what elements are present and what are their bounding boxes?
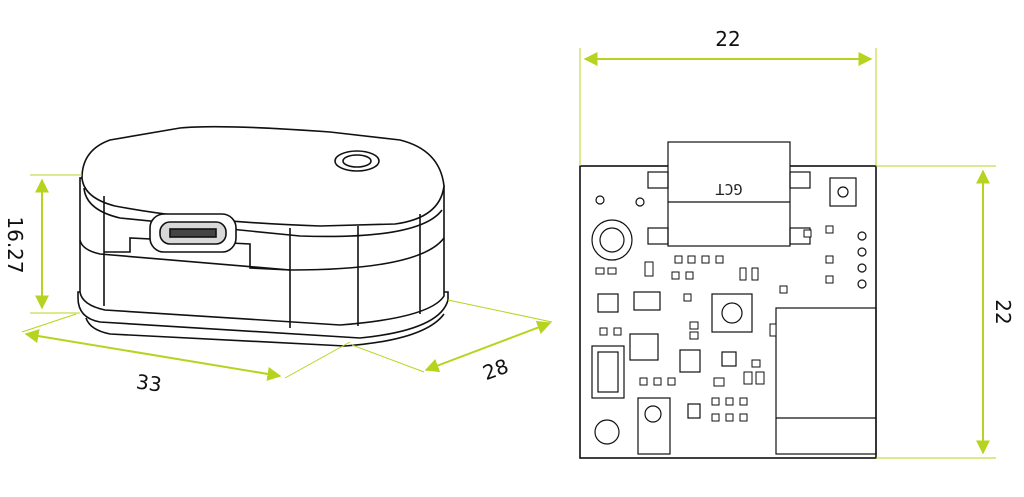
lid-hole [334,150,380,172]
pcb-silkscreen-label: GCT [715,180,742,198]
module-3d-view [77,125,449,347]
dim-width-label: 33 [135,369,164,396]
pcb-dim-width-label: 22 [715,27,740,51]
dim-depth-label: 28 [480,354,512,385]
pcb-dim-height-label: 22 [991,299,1015,324]
pcb-battery-pad [775,307,877,455]
pcb-dimension-lines [579,48,996,459]
pcb-buzzer [591,219,633,261]
dim-height-label: 16.27 [3,216,27,273]
module-dimension-lines [21,174,553,381]
pcb-mount-hole [594,419,620,445]
pcb-button [711,293,753,333]
pcb-usb-connector [667,141,791,247]
pcb-top-view [579,141,877,459]
